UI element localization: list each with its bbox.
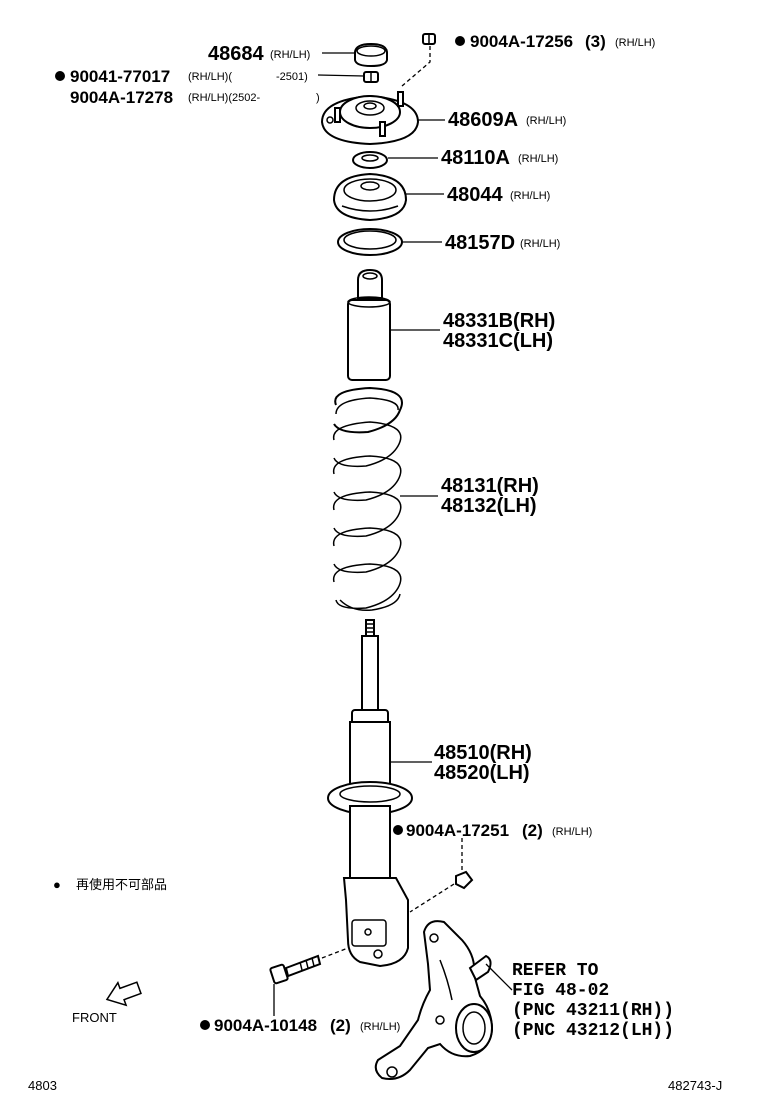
front-label: FRONT xyxy=(72,1010,117,1025)
illustration-id: 482743-J xyxy=(668,1078,722,1093)
label-48609a-suffix: (RH/LH) xyxy=(526,115,566,127)
refer-line-3: (PNC 43211(RH)) xyxy=(512,1001,674,1021)
label-9004a-17278-close: ) xyxy=(316,92,320,104)
label-9004a-17278: 9004A-17278 xyxy=(70,88,173,107)
label-9004a-17278-suffix: (RH/LH)(2502- xyxy=(188,92,260,104)
label-9004a-17256-qty: (3) xyxy=(585,32,606,51)
reuse-bullet xyxy=(455,36,465,46)
label-48684-suffix: (RH/LH) xyxy=(270,49,310,61)
steering-knuckle-part xyxy=(374,920,494,1080)
label-48510: 48510(RH) xyxy=(434,742,532,764)
figure-number: 4803 xyxy=(28,1078,57,1093)
legend-text: 再使用不可部品 xyxy=(76,877,167,892)
label-9004a-17251-suffix: (RH/LH) xyxy=(552,826,592,838)
label-48131: 48131(RH) xyxy=(441,475,539,497)
label-48110a-suffix: (RH/LH) xyxy=(518,153,558,165)
label-48110a: 48110A xyxy=(441,147,510,169)
coil-spring-part xyxy=(332,386,403,612)
dust-cap-part xyxy=(354,42,388,68)
label-9004a-17256: 9004A-17256 xyxy=(470,32,573,51)
label-9004a-10148: 9004A-10148 xyxy=(214,1016,317,1035)
label-48684: 48684 xyxy=(208,43,264,65)
bearing-part xyxy=(352,151,388,169)
label-9004a-17251: 9004A-17251 xyxy=(406,821,509,840)
label-48044: 48044 xyxy=(447,184,503,206)
label-48520: 48520(LH) xyxy=(434,762,530,784)
spring-insulator-part xyxy=(337,228,403,256)
reuse-bullet xyxy=(200,1020,210,1030)
label-9004a-10148-qty: (2) xyxy=(330,1016,351,1035)
flange-bolt-part xyxy=(269,954,322,985)
label-48331c: 48331C(LH) xyxy=(443,330,553,352)
shock-absorber-part xyxy=(327,619,413,968)
label-90041-77017-range: -2501) xyxy=(276,71,308,83)
refer-line-1: REFER TO xyxy=(512,961,599,981)
label-48132: 48132(LH) xyxy=(441,495,537,517)
label-90041-77017-suffix: (RH/LH)( xyxy=(188,71,232,83)
reuse-bullet xyxy=(393,825,403,835)
label-90041-77017: 90041-77017 xyxy=(70,67,170,86)
legend-bullet: ● xyxy=(53,877,61,892)
label-9004a-17256-suffix: (RH/LH) xyxy=(615,37,655,49)
leader-lines xyxy=(273,52,513,1016)
front-arrow-icon xyxy=(105,981,142,1007)
label-48331b: 48331B(RH) xyxy=(443,310,555,332)
label-48157d: 48157D xyxy=(445,232,515,254)
self-locking-nut-part xyxy=(363,71,379,83)
spring-seat-part xyxy=(332,172,408,222)
refer-line-4: (PNC 43212(LH)) xyxy=(512,1021,674,1041)
bump-stopper-part xyxy=(347,268,391,381)
lower-nut-part xyxy=(455,870,474,890)
upper-support-part xyxy=(320,91,420,146)
label-9004a-17251-qty: (2) xyxy=(522,821,543,840)
mount-nut-part xyxy=(422,33,436,45)
refer-line-2: FIG 48-02 xyxy=(512,981,609,1001)
label-9004a-10148-suffix: (RH/LH) xyxy=(360,1021,400,1033)
reuse-bullet xyxy=(55,71,65,81)
label-48609a: 48609A xyxy=(448,109,518,131)
label-48157d-suffix: (RH/LH) xyxy=(520,238,560,250)
label-48044-suffix: (RH/LH) xyxy=(510,190,550,202)
